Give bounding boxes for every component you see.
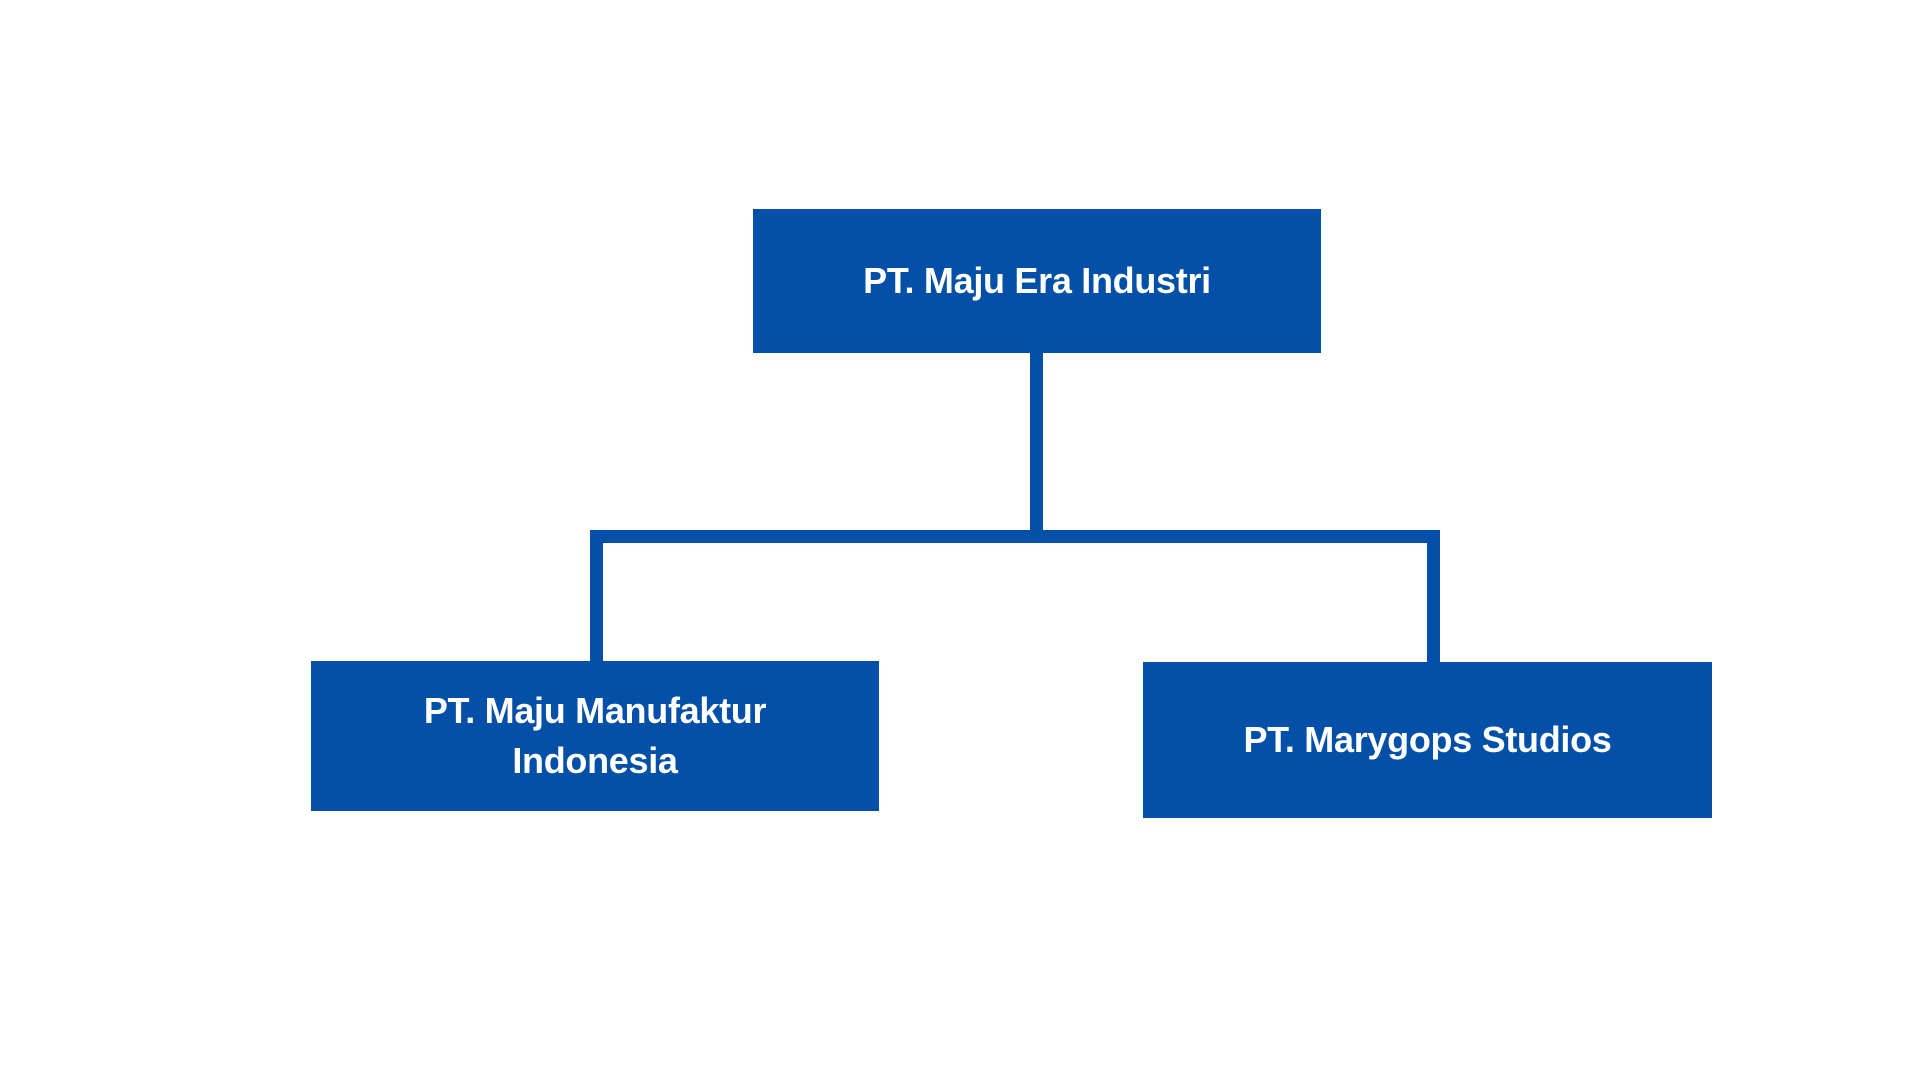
org-node-subsidiary-right: PT. Marygops Studios [1143, 662, 1712, 818]
org-node-subsidiary-left: PT. Maju Manufaktur Indonesia [311, 661, 879, 811]
connector-left-child-vertical [590, 530, 603, 661]
connector-right-child-vertical [1427, 530, 1440, 662]
connector-horizontal-bar [590, 530, 1440, 543]
org-node-parent: PT. Maju Era Industri [753, 209, 1321, 353]
org-node-parent-label: PT. Maju Era Industri [863, 260, 1211, 301]
org-node-subsidiary-left-label-line2: Indonesia [512, 740, 678, 781]
org-node-subsidiary-left-label-line1: PT. Maju Manufaktur [423, 690, 767, 731]
connector-parent-vertical [1030, 353, 1043, 543]
org-node-subsidiary-right-label: PT. Marygops Studios [1243, 719, 1612, 760]
